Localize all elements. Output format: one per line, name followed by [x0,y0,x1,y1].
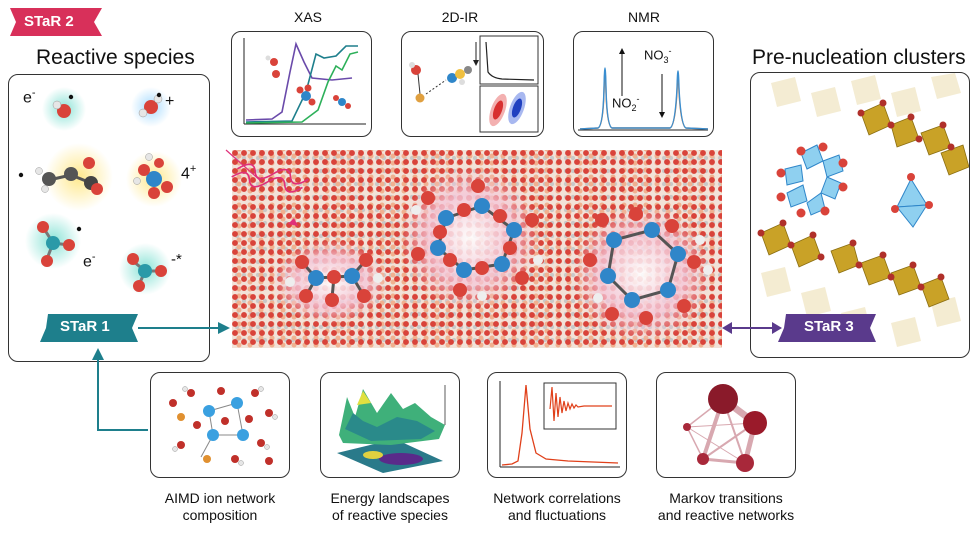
charge-four-plus-label: 4+ [181,163,197,183]
xas-title: XAS [293,9,322,25]
aimd-network-plot [169,386,278,466]
reactive-species-title: Reactive species [36,46,195,69]
2d-ir-title: 2D-IR [441,9,479,25]
anion-minus-star-label: -* [171,251,182,268]
energy-landscape-plot [337,385,446,473]
star2-tag-shape [10,8,102,36]
star1-to-box-arrow [138,322,230,334]
star2-tag: STaR 2 [24,13,74,30]
xray-wave-icon [225,149,309,226]
aimd-to-star1-arrow [92,348,148,431]
markov-network-plot [683,384,767,472]
nmr-title: NMR [628,9,660,25]
star3-tag-shape [778,314,876,342]
network-correlation-plot [499,381,620,468]
nmr-no3-label: NO3- [644,46,672,65]
cation-plus-label: + [165,93,175,110]
network-correlation-panel [487,372,627,478]
reactive-species-molecules [18,87,182,295]
electron-label-1: e- [23,87,36,107]
star1-tag-shape [40,314,138,342]
star1-tag: STaR 1 [60,318,110,335]
reactive-species-panel: e- + 4+ e- -* [8,74,210,362]
2d-ir-plot [409,35,539,133]
box-to-star3-arrow [722,322,782,334]
xas-plot [243,38,366,125]
pre-nucleation-title: Pre-nucleation clusters [752,46,966,69]
markov-panel [656,372,796,478]
aimd-panel [150,372,290,478]
2d-ir-panel [401,31,544,137]
nmr-no2-label: NO2- [612,94,640,113]
nmr-panel: NO3- NO2- [573,31,714,137]
electron-label-2: e- [83,251,96,271]
star3-tag: STaR 3 [804,318,854,335]
energy-panel [320,372,460,478]
nmr-plot [578,48,709,131]
xas-panel [231,31,372,137]
central-clusters [272,166,713,342]
